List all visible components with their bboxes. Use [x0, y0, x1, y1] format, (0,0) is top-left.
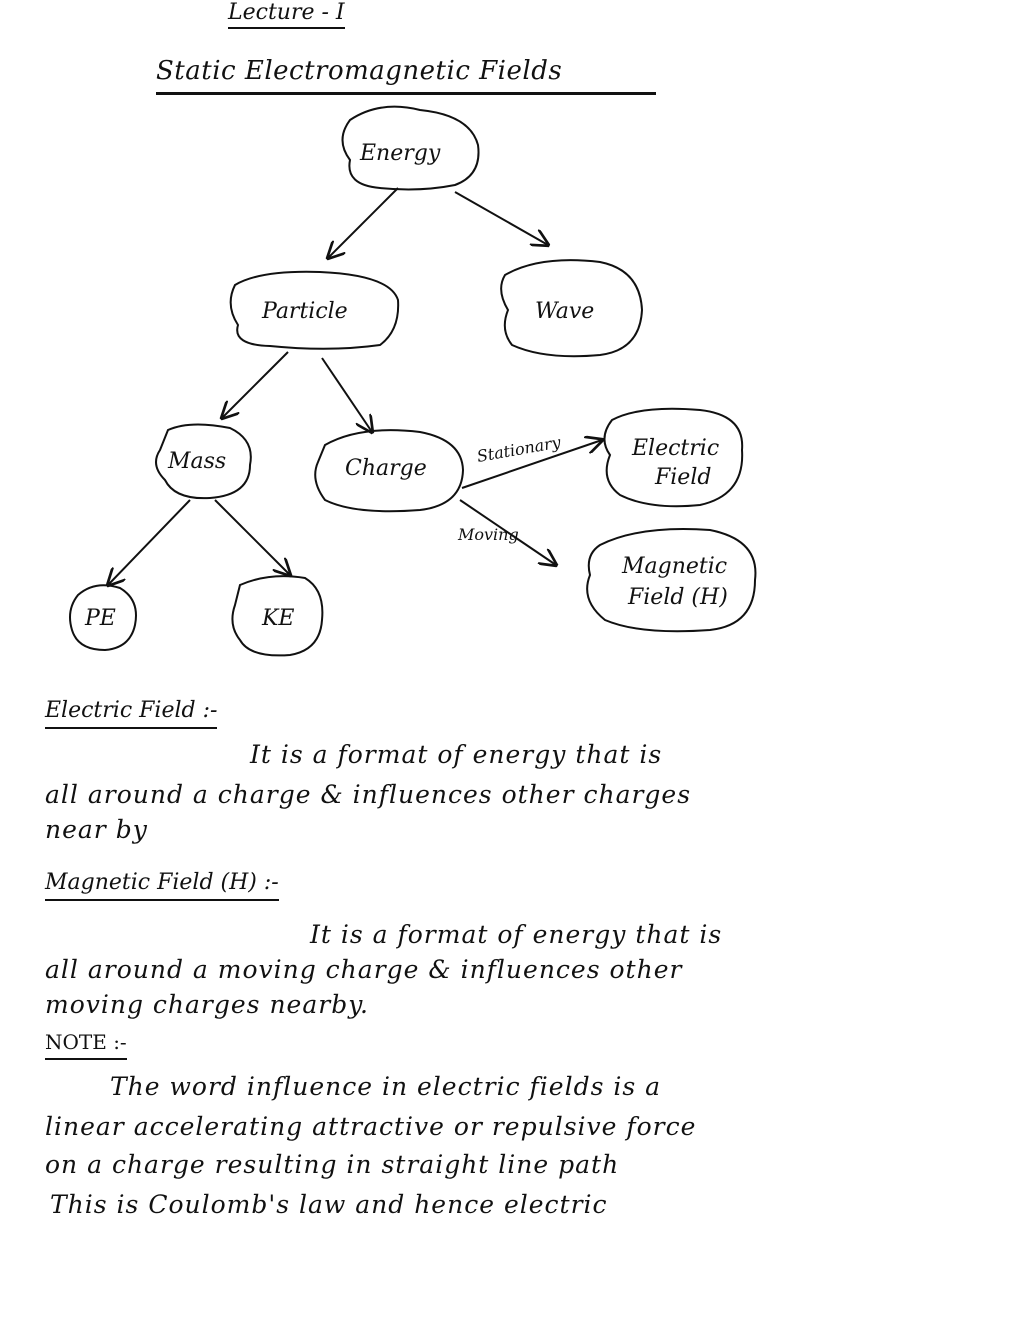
mass-node: Mass	[167, 449, 226, 474]
note-text-line: linear accelerating attractive or repuls…	[45, 1112, 697, 1141]
magnetic-field-heading: Magnetic Field (H) :-	[45, 870, 279, 901]
note-text-line: This is Coulomb's law and hence electric	[50, 1190, 608, 1219]
energy-node: Energy	[359, 141, 441, 166]
ke-node: KE	[261, 606, 295, 631]
electric-field-node-line1: Electric	[631, 436, 719, 461]
electric-text-line: all around a charge & influences other c…	[45, 780, 692, 809]
magnetic-field-node-line2: Field (H)	[627, 585, 728, 610]
particle-node-shape	[229, 270, 400, 350]
particle-node: Particle	[261, 299, 348, 324]
stationary-edge-label: Stationary	[475, 432, 563, 466]
note-text-line: on a charge resulting in straight line p…	[45, 1150, 620, 1179]
electric-field-node-shape	[603, 407, 744, 508]
magnetic-text-line: moving charges nearby.	[45, 990, 369, 1019]
magnetic-field-node-line1: Magnetic	[621, 554, 727, 579]
moving-edge-label: Moving	[457, 525, 519, 544]
concept-diagram: Energy Particle Wave Mass Charge PE KE E…	[69, 105, 757, 657]
pe-node: PE	[84, 606, 116, 631]
magnetic-text-line: all around a moving charge & influences …	[45, 955, 683, 984]
electric-text-line: near by	[45, 815, 148, 844]
lecture-label: Lecture - I	[228, 0, 345, 29]
wave-node-shape	[500, 259, 644, 358]
note-text-line: The word influence in electric fields is…	[110, 1072, 662, 1101]
electric-text-line: It is a format of energy that is	[250, 740, 663, 769]
magnetic-field-node-shape	[586, 528, 757, 633]
electric-field-node-line2: Field	[654, 465, 711, 490]
ke-node-shape	[231, 575, 324, 657]
charge-node-shape	[314, 429, 465, 513]
charge-node: Charge	[345, 456, 427, 481]
magnetic-text-line: It is a format of energy that is	[310, 920, 723, 949]
note-heading: NOTE :-	[45, 1030, 127, 1060]
wave-node: Wave	[535, 299, 594, 324]
mass-node-shape	[155, 423, 252, 500]
electric-field-heading: Electric Field :-	[45, 698, 218, 729]
page-title: Static Electromagnetic Fields	[156, 56, 656, 95]
energy-node-shape	[341, 105, 480, 191]
